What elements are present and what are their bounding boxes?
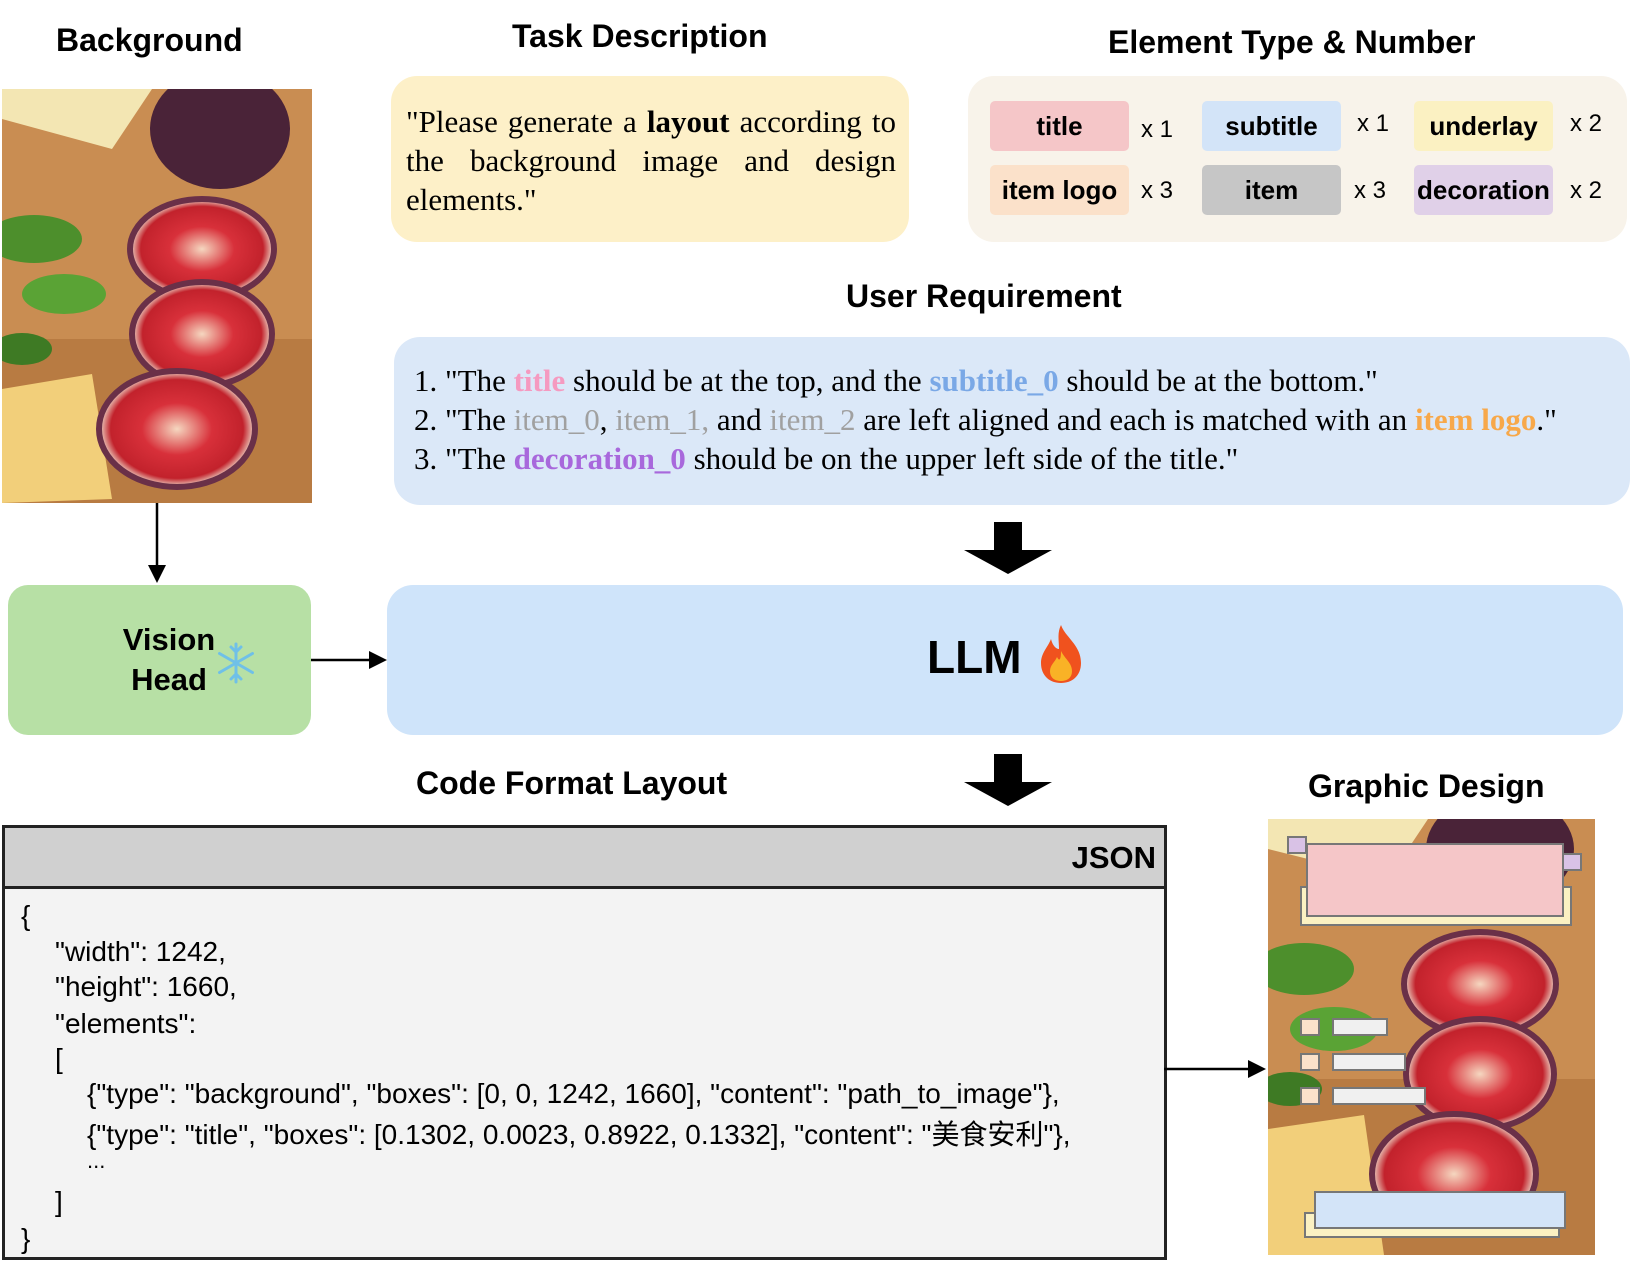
element-type-panel: title x 1 subtitle x 1 underlay x 2 item… <box>968 76 1627 242</box>
design-item <box>1332 1087 1426 1105</box>
requirement-3: 3. "The decoration_0 should be on the up… <box>414 441 1239 476</box>
json-header: JSON <box>5 828 1164 889</box>
design-item-logo <box>1300 1018 1320 1036</box>
underlay-chip: underlay <box>1414 101 1553 151</box>
user-requirement-heading: User Requirement <box>846 278 1122 314</box>
requirement-1: 1. "The title should be at the top, and … <box>414 363 1378 398</box>
llm-label: LLM <box>927 631 1022 683</box>
decoration-count: x 2 <box>1570 177 1603 204</box>
item-chip: item <box>1202 165 1341 215</box>
arrow-llm-to-code <box>964 754 1052 806</box>
design-item-logo <box>1300 1087 1320 1105</box>
design-subtitle <box>1314 1191 1566 1229</box>
graphic-design-heading: Graphic Design <box>1308 768 1545 804</box>
design-item <box>1332 1018 1388 1036</box>
background-heading: Background <box>56 22 243 58</box>
arrow-code-to-design <box>1164 1060 1266 1078</box>
code-line: { <box>21 900 31 931</box>
code-line: ... <box>87 1148 106 1173</box>
arrow-requirement-to-llm <box>964 522 1052 574</box>
design-decoration <box>1287 836 1307 854</box>
graphic-design-preview <box>1268 819 1595 1255</box>
task-description-heading: Task Description <box>512 18 768 54</box>
code-line: "elements": <box>55 1008 197 1039</box>
background-image <box>0 69 312 503</box>
subtitle-chip: subtitle <box>1202 101 1341 151</box>
task-description-text: "Please generate a layout according to t… <box>406 104 896 217</box>
code-line: "height": 1660, <box>55 971 237 1002</box>
vision-head-box: Vision Head <box>8 585 311 735</box>
code-line: {"type": "background", "boxes": [0, 0, 1… <box>87 1078 1060 1109</box>
arrow-background-to-vision <box>148 503 166 583</box>
arrow-vision-to-llm <box>311 651 387 669</box>
code-line: } <box>21 1223 31 1254</box>
vision-head-label: Vision Head <box>122 622 216 697</box>
snowflake-icon <box>218 642 254 684</box>
code-line: ] <box>55 1186 63 1217</box>
title-count: x 1 <box>1141 116 1174 143</box>
code-line: "width": 1242, <box>55 936 226 967</box>
json-label: JSON <box>1071 840 1156 875</box>
subtitle-count: x 1 <box>1357 110 1390 137</box>
title-chip: title <box>990 101 1129 151</box>
task-description-box: "Please generate a layout according to t… <box>391 76 909 242</box>
design-decoration <box>1562 853 1582 871</box>
design-title <box>1306 843 1564 917</box>
user-requirement-box: 1. "The title should be at the top, and … <box>394 337 1630 505</box>
llm-box: LLM <box>387 585 1623 735</box>
item-count: x 3 <box>1354 177 1387 204</box>
design-item <box>1332 1053 1406 1071</box>
code-line: {"type": "title", "boxes": [0.1302, 0.00… <box>87 1119 1071 1150</box>
design-item-logo <box>1300 1053 1320 1071</box>
fig-photo <box>0 69 312 503</box>
item-logo-count: x 3 <box>1141 177 1174 204</box>
decoration-chip: decoration <box>1414 165 1553 215</box>
underlay-count: x 2 <box>1570 110 1603 137</box>
element-type-heading: Element Type & Number <box>1108 24 1476 60</box>
requirement-2: 2. "The item_0, item_1, and item_2 are l… <box>414 402 1557 437</box>
fire-icon <box>1041 625 1081 683</box>
code-format-heading: Code Format Layout <box>416 765 728 801</box>
json-code-panel: JSON { "width": 1242, "height": 1660, "e… <box>2 825 1167 1260</box>
item-logo-chip: item logo <box>990 165 1129 215</box>
code-line: [ <box>55 1043 63 1074</box>
